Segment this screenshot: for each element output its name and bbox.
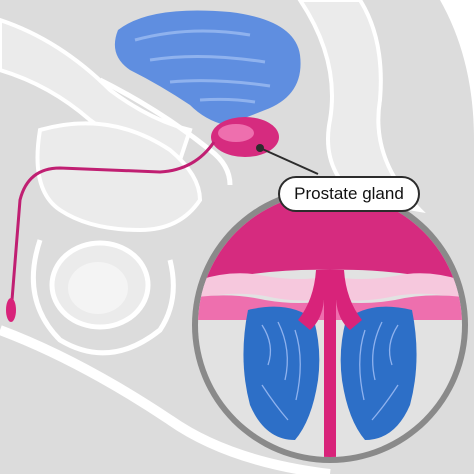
- testis-inner: [68, 262, 128, 314]
- urethra-large: [298, 270, 362, 457]
- scrotum-outline: [30, 239, 176, 356]
- penile-shaft: [35, 121, 203, 233]
- callout-anchor-dot: [256, 144, 264, 152]
- right-lobe: [340, 306, 417, 440]
- bladder: [114, 10, 301, 125]
- bladder-fold-2: [149, 54, 266, 64]
- bladder-fold-3: [169, 79, 271, 88]
- prostate-small-highlight: [218, 124, 254, 142]
- lobe-texture: [261, 321, 399, 421]
- outer-skin-curve: [0, 325, 331, 474]
- pelvic-floor-fold: [98, 77, 233, 186]
- rectum-wall: [297, 0, 426, 213]
- callout-leader-line: [259, 147, 319, 175]
- left-lobe: [243, 306, 320, 440]
- bladder-body: [114, 10, 301, 125]
- bladder-fold-4: [199, 97, 256, 104]
- bladder-fold-1: [134, 29, 251, 42]
- prostate-gland-label: Prostate gland: [278, 176, 420, 212]
- urethra-tip: [6, 298, 16, 322]
- urethra-duct: [10, 141, 216, 301]
